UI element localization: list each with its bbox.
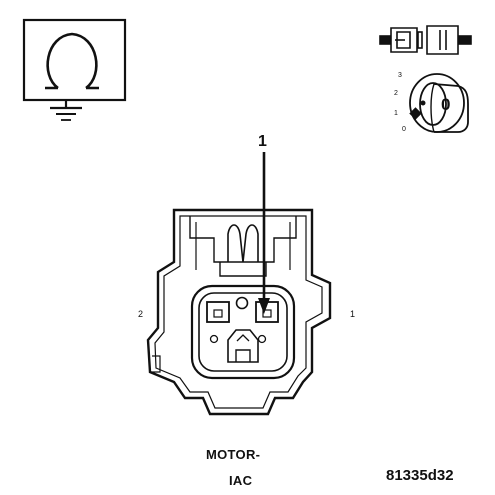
switch-position-3: 3 xyxy=(398,72,402,79)
connector-name-line-1: MOTOR- xyxy=(206,447,261,462)
connector-name-line-2: IAC xyxy=(229,473,253,488)
key-position-label: 0 xyxy=(441,95,451,114)
connector-housing xyxy=(146,208,332,416)
pin-label-right: 1 xyxy=(350,309,356,319)
switch-position-2: 2 xyxy=(394,90,398,97)
figure-id: 81335d32 xyxy=(386,467,454,484)
ignition-key-icon xyxy=(409,73,469,133)
switch-position-1: 1 xyxy=(394,110,398,117)
switch-position-0: 0 xyxy=(402,126,406,133)
callout-number: 1 xyxy=(258,133,267,150)
connector-plug-icon xyxy=(379,25,472,55)
callout-leader-arrow xyxy=(258,152,270,314)
pin-label-left: 2 xyxy=(138,309,144,319)
ohm-ground-icon xyxy=(22,18,127,121)
